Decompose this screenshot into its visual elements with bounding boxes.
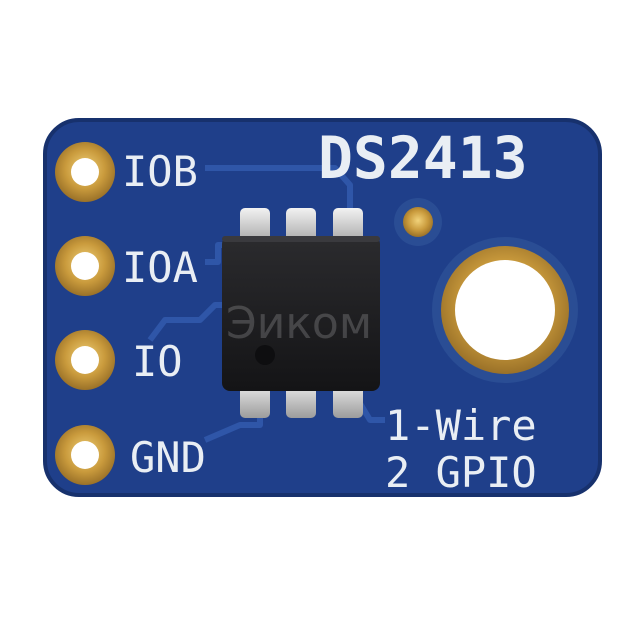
watermark: Эиком bbox=[226, 298, 372, 349]
mounting-hole bbox=[432, 237, 578, 383]
pin-label-iob: IOB bbox=[122, 147, 198, 196]
header-pads bbox=[55, 142, 115, 485]
via bbox=[394, 198, 442, 246]
pin-label-ioa: IOA bbox=[122, 243, 198, 292]
pad-iob bbox=[55, 142, 115, 202]
ds2413-chip bbox=[222, 236, 380, 391]
pad-gnd bbox=[55, 425, 115, 485]
pin-label-io: IO bbox=[132, 337, 183, 386]
pcb-traces bbox=[147, 165, 385, 443]
board-subtitle-line2: 2 GPIO bbox=[385, 448, 537, 497]
pin-label-gnd: GND bbox=[130, 433, 206, 482]
pad-io bbox=[55, 330, 115, 390]
board-subtitle-line1: 1-Wire bbox=[385, 401, 537, 450]
pin1-marker bbox=[255, 345, 275, 365]
board-title: DS2413 bbox=[318, 124, 528, 192]
pad-ioa bbox=[55, 236, 115, 296]
